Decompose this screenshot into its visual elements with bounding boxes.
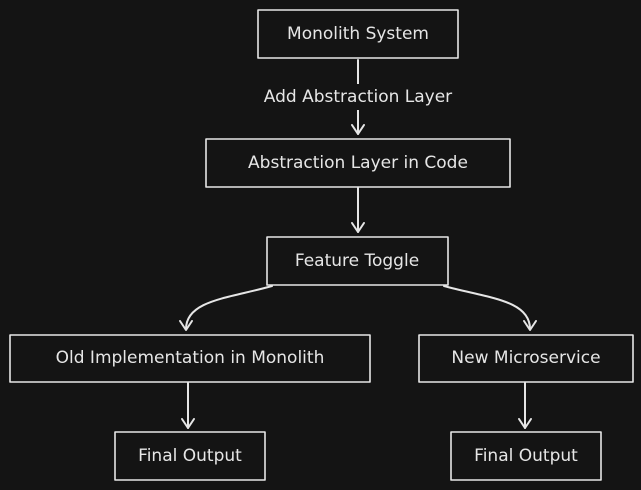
node-label: Final Output	[474, 446, 578, 466]
node-new-microservice[interactable]: New Microservice	[418, 334, 634, 383]
node-label: Abstraction Layer in Code	[248, 153, 468, 173]
node-label: New Microservice	[451, 348, 600, 368]
node-box	[9, 334, 371, 383]
node-box	[450, 431, 602, 481]
node-box	[205, 138, 511, 188]
arrowhead-icon	[351, 124, 365, 135]
node-final-output-left[interactable]: Final Output	[114, 431, 266, 481]
node-box	[114, 431, 266, 481]
node-label: Feature Toggle	[295, 251, 419, 271]
edge-microservice-to-final-output	[518, 381, 532, 429]
edge-line	[185, 285, 273, 330]
edge-monolith-to-abstraction: Add Abstraction Layer	[246, 59, 470, 135]
node-monolith-system[interactable]: Monolith System	[257, 9, 459, 59]
edge-abstraction-to-toggle	[351, 186, 365, 233]
arrowhead-icon	[518, 418, 532, 429]
node-box	[418, 334, 634, 383]
node-final-output-right[interactable]: Final Output	[450, 431, 602, 481]
node-abstraction-layer[interactable]: Abstraction Layer in Code	[205, 138, 511, 188]
edges: Add Abstraction Layer	[179, 59, 537, 429]
edge-line	[443, 285, 531, 330]
arrowhead-icon	[351, 222, 365, 233]
nodes: Monolith System Abstraction Layer in Cod…	[9, 9, 634, 481]
edge-toggle-to-microservice	[443, 285, 537, 331]
arrowhead-icon	[179, 320, 193, 331]
node-box	[257, 9, 459, 59]
node-old-implementation[interactable]: Old Implementation in Monolith	[9, 334, 371, 383]
arrowhead-icon	[181, 418, 195, 429]
node-box	[266, 236, 449, 286]
arrowhead-icon	[523, 320, 537, 331]
edge-label: Add Abstraction Layer	[264, 87, 452, 107]
node-label: Old Implementation in Monolith	[56, 348, 325, 368]
node-feature-toggle[interactable]: Feature Toggle	[266, 236, 449, 286]
node-label: Monolith System	[287, 24, 429, 44]
node-label: Final Output	[138, 446, 242, 466]
edge-label-background	[246, 84, 470, 110]
edge-toggle-to-old-implementation	[179, 285, 273, 331]
edge-old-implementation-to-final-output	[181, 381, 195, 429]
